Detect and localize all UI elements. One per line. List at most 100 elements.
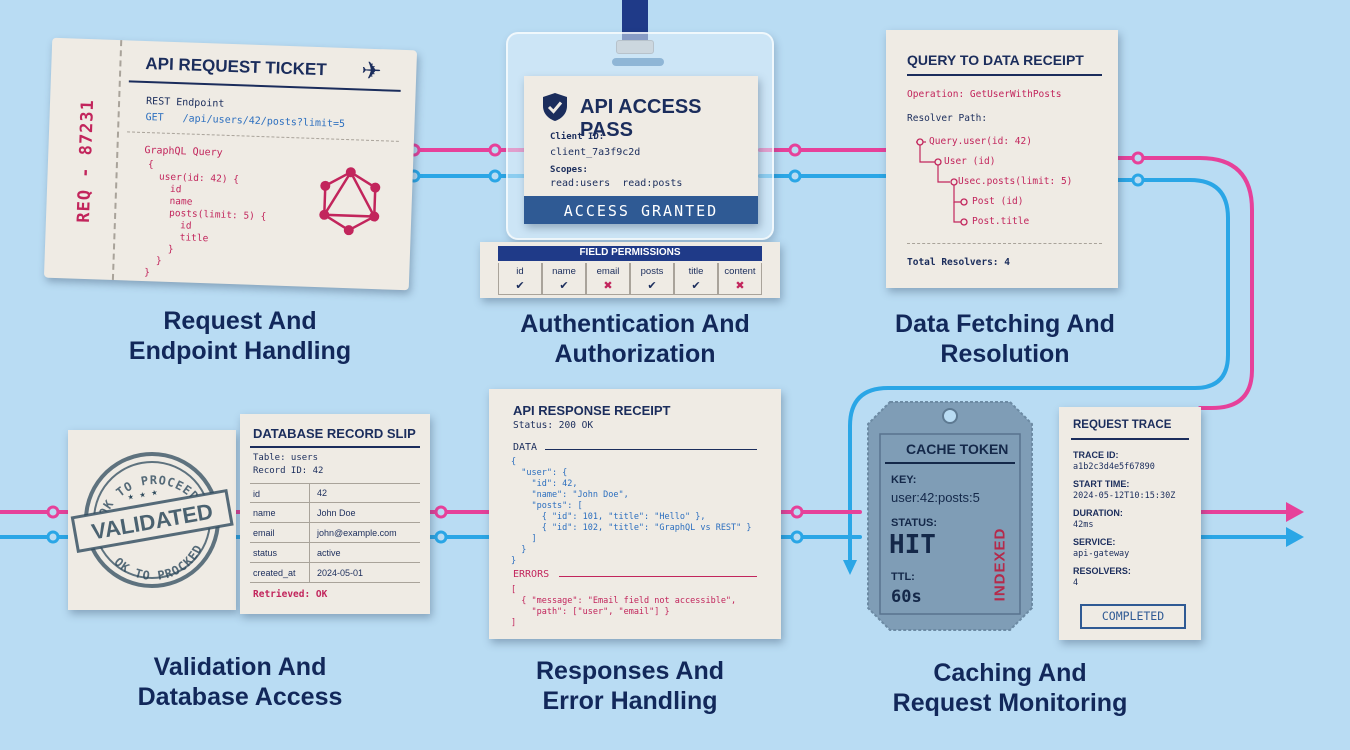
resolver-item: Query.user(id: 42) [929, 136, 1032, 147]
response-data-line: "posts": [ [511, 501, 583, 511]
permissions-header [498, 246, 762, 261]
rest-endpoint-label: REST Endpoint [145, 96, 225, 110]
station [1131, 173, 1145, 187]
stage-caption-fetching: Data Fetching And Resolution [880, 309, 1130, 369]
check-icon: ✔ [691, 280, 701, 292]
pink-arrow-head [1286, 502, 1304, 522]
trace-field-value: 42ms [1073, 520, 1094, 530]
db-field-value: John Doe [317, 507, 356, 518]
caption-line: Endpoint Handling [128, 337, 352, 365]
ticket-dash-rule [127, 131, 399, 142]
svg-text:OK TO PROCKED: OK TO PROCKED [110, 540, 210, 590]
blue-down-arrow-head [843, 560, 857, 575]
station [434, 530, 448, 544]
ticket-stub-divider [111, 40, 123, 281]
api-access-pass: API ACCESS PASS Client ID: client_7a3f9c… [524, 76, 758, 224]
resolver-tree-lines [916, 138, 968, 226]
permission-cell: email✖ [586, 263, 630, 295]
response-data-line: "name": "John Doe", [511, 490, 629, 500]
client-id-label: Client ID: [550, 132, 605, 142]
db-field-name: email [250, 523, 310, 542]
query-to-data-receipt: QUERY TO DATA RECEIPT Operation: GetUser… [886, 30, 1118, 288]
response-errors-json: [ { "message": "Email field not accessib… [511, 585, 736, 629]
database-record-slip: DATABASE RECORD SLIP Table: users Record… [240, 414, 430, 614]
api-response-receipt: API RESPONSE RECEIPT Status: 200 OK DATA… [489, 389, 781, 639]
caption-line: Resolution [940, 340, 1070, 368]
db-field-value: john@example.com [317, 527, 397, 538]
trace-field-label: TRACE ID: [1073, 450, 1119, 460]
station [788, 143, 802, 157]
cache-token-title: CACHE TOKEN [906, 441, 1009, 457]
caption-line: Error Handling [542, 687, 718, 715]
db-slip-rule [250, 446, 420, 448]
permission-field-name: title [688, 266, 704, 277]
station [790, 505, 804, 519]
trace-field-value: a1b2c3d4e5f67890 [1073, 462, 1155, 472]
db-field-value: 2024-05-01 [317, 567, 364, 578]
caption-line: Caching And [933, 659, 1087, 687]
response-data-json: { "user": { "id": 42, "name": "John Doe"… [511, 457, 752, 567]
cache-ttl-label: TTL: [891, 571, 915, 583]
db-field-name: created_at [250, 563, 310, 582]
permission-field-name: name [552, 266, 576, 277]
station [1131, 151, 1145, 165]
response-data-line: { [511, 457, 517, 467]
db-field-value: active [317, 547, 341, 558]
blue-arrow-head [1286, 527, 1304, 547]
response-data-line: } [511, 545, 527, 555]
db-field-name: name [250, 503, 310, 522]
response-data-line: ] [511, 534, 537, 544]
graphql-query-code: { user(id: 42) { id name posts(limit: 5)… [144, 159, 268, 283]
graphql-query-label: GraphQL Query [144, 144, 223, 159]
caption-line: Responses And [535, 657, 724, 685]
caption-line: Database Access [137, 683, 343, 711]
response-error-line: [ [511, 585, 517, 595]
stage-caption-request: Request And Endpoint Handling [100, 306, 380, 366]
station [46, 505, 60, 519]
response-data-line: { "id": 102, "title": "GraphQL vs REST" … [511, 523, 752, 533]
cache-token-tag [867, 401, 1033, 631]
permission-cell: name✔ [542, 263, 586, 295]
response-error-line: { "message": "Email field not accessible… [511, 596, 737, 606]
query-receipt-dash [907, 243, 1102, 244]
rest-path: /api/users/42/posts?limit=5 [182, 113, 346, 130]
scopes-label: Scopes: [550, 165, 588, 175]
db-field-value: 42 [317, 488, 328, 498]
response-data-line: "id": 42, [511, 479, 578, 489]
validated-stamp-card: OK TO PROCEED OK TO PROCKED VALIDATED ★ … [68, 430, 236, 610]
trace-field-value: 4 [1073, 578, 1079, 588]
trace-title-rule [1071, 438, 1189, 440]
query-receipt-rule [907, 74, 1102, 76]
db-slip-title: DATABASE RECORD SLIP [253, 426, 416, 441]
check-icon: ✔ [515, 280, 525, 292]
graphql-logo-icon [319, 167, 381, 236]
db-record-row: created_at 2024-05-01 [250, 563, 420, 583]
client-id-value: client_7a3f9c2d [550, 147, 641, 158]
stage-caption-auth: Authentication And Authorization [505, 309, 765, 369]
trace-field-label: START TIME: [1073, 479, 1130, 489]
stamp-bottom-text: OK TO PROCKED [110, 540, 210, 590]
station [434, 505, 448, 519]
resolver-path-label: Resolver Path: [907, 113, 988, 124]
permission-cell: title ✔ [674, 263, 718, 295]
db-retrieved-status: Retrieved: OK [253, 589, 328, 600]
cache-key-label: KEY: [891, 474, 917, 486]
caption-line: Validation And [153, 653, 327, 681]
trace-field-label: SERVICE: [1073, 537, 1116, 547]
db-record-row: email john@example.com [250, 523, 420, 543]
permission-cell: posts✔ [630, 263, 674, 295]
permissions-grid: id✔name✔email✖posts✔title✔content✖ [498, 263, 762, 295]
permissions-title: FIELD PERMISSIONS [579, 247, 681, 258]
ticket-title: API REQUEST TICKET [145, 53, 328, 80]
stage-caption-caching: Caching And Request Monitoring [880, 658, 1140, 718]
stamp-star-icon: ★ ★ ★ [127, 487, 159, 503]
cache-status-value: HIT [889, 530, 936, 560]
ticket-stub-number: REQ - 87231 [73, 98, 99, 224]
cache-status-label: STATUS: [891, 517, 938, 529]
trace-status-text: COMPLETED [1101, 609, 1165, 623]
api-request-ticket: REQ - 87231 API REQUEST TICKET ✈ REST En… [43, 37, 418, 291]
